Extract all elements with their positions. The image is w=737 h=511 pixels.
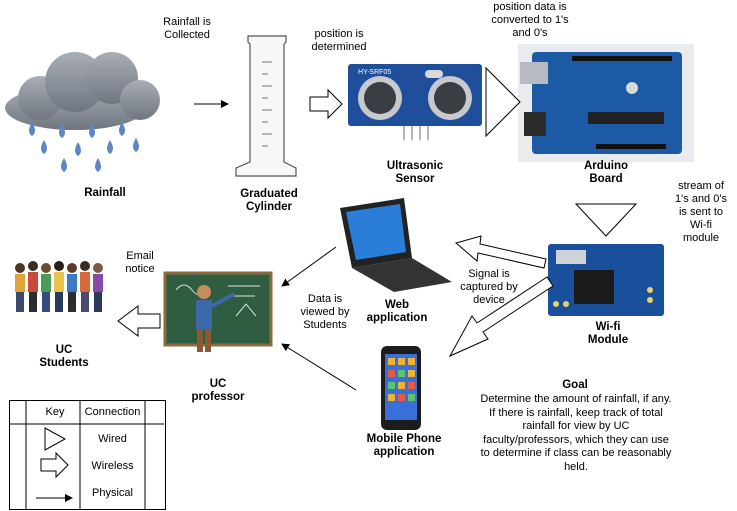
arrow-professor-to-students [117,305,161,337]
arrow-wifi-to-mobile [448,276,554,358]
node-professor: UC professor [191,378,245,403]
arrow-cylinder-to-sensor [309,88,343,120]
label-position-determined: position is determined [311,28,367,53]
label-rainfall-collected: Rainfall is Collected [163,16,211,41]
label-signal-captured: Signal is captured by device [460,268,518,306]
node-students: UC Students [39,344,89,369]
label-data-viewed: Data is viewed by Students [300,293,350,331]
label-converted: position data is converted to 1's and 0'… [491,1,569,39]
mobile-phone-icon [381,346,421,430]
laptop-icon [340,198,452,292]
arrow-mobile-to-professor [281,343,357,391]
sensor-model-label: HY-SRF05 [358,69,391,76]
graduated-cylinder-icon [235,35,297,177]
key-wireless-symbol [40,451,69,479]
key-wired-symbol [44,427,67,451]
key-header-connection: Connection [84,406,141,418]
key-header-key: Key [45,406,65,418]
label-stream-sent: stream of 1's and 0's is sent to Wi-fi m… [675,180,727,244]
key-table [9,400,166,510]
arrow-arduino-to-wifi [574,203,638,237]
label-email-notice: Email notice [125,250,155,275]
wifi-module-icon [548,244,664,316]
key-row-wireless: Wireless [91,460,134,472]
goal-title: Goal [562,379,588,391]
arrow-web-to-professor [281,246,337,287]
arrow-wifi-to-web [454,235,547,269]
node-rainfall: Rainfall [84,187,126,199]
goal-description: Determine the amount of rainfall, if any… [480,393,672,473]
arduino-board-icon [518,44,694,162]
node-sensor: Ultrasonic Sensor [386,160,444,185]
node-web: Web application [366,299,428,324]
node-mobile: Mobile Phone application [366,433,442,458]
professor-chalkboard-icon [163,271,273,352]
rain-cloud-icon [5,52,160,172]
node-wifi: Wi-fi Module [587,321,629,346]
ultrasonic-sensor-icon [348,64,482,140]
node-arduino: Arduino Board [583,160,629,185]
key-row-wired: Wired [98,433,127,445]
arrow-sensor-to-arduino [485,66,521,138]
node-cylinder: Graduated Cylinder [240,188,298,213]
key-row-physical: Physical [92,487,133,499]
students-group-icon [15,261,103,312]
